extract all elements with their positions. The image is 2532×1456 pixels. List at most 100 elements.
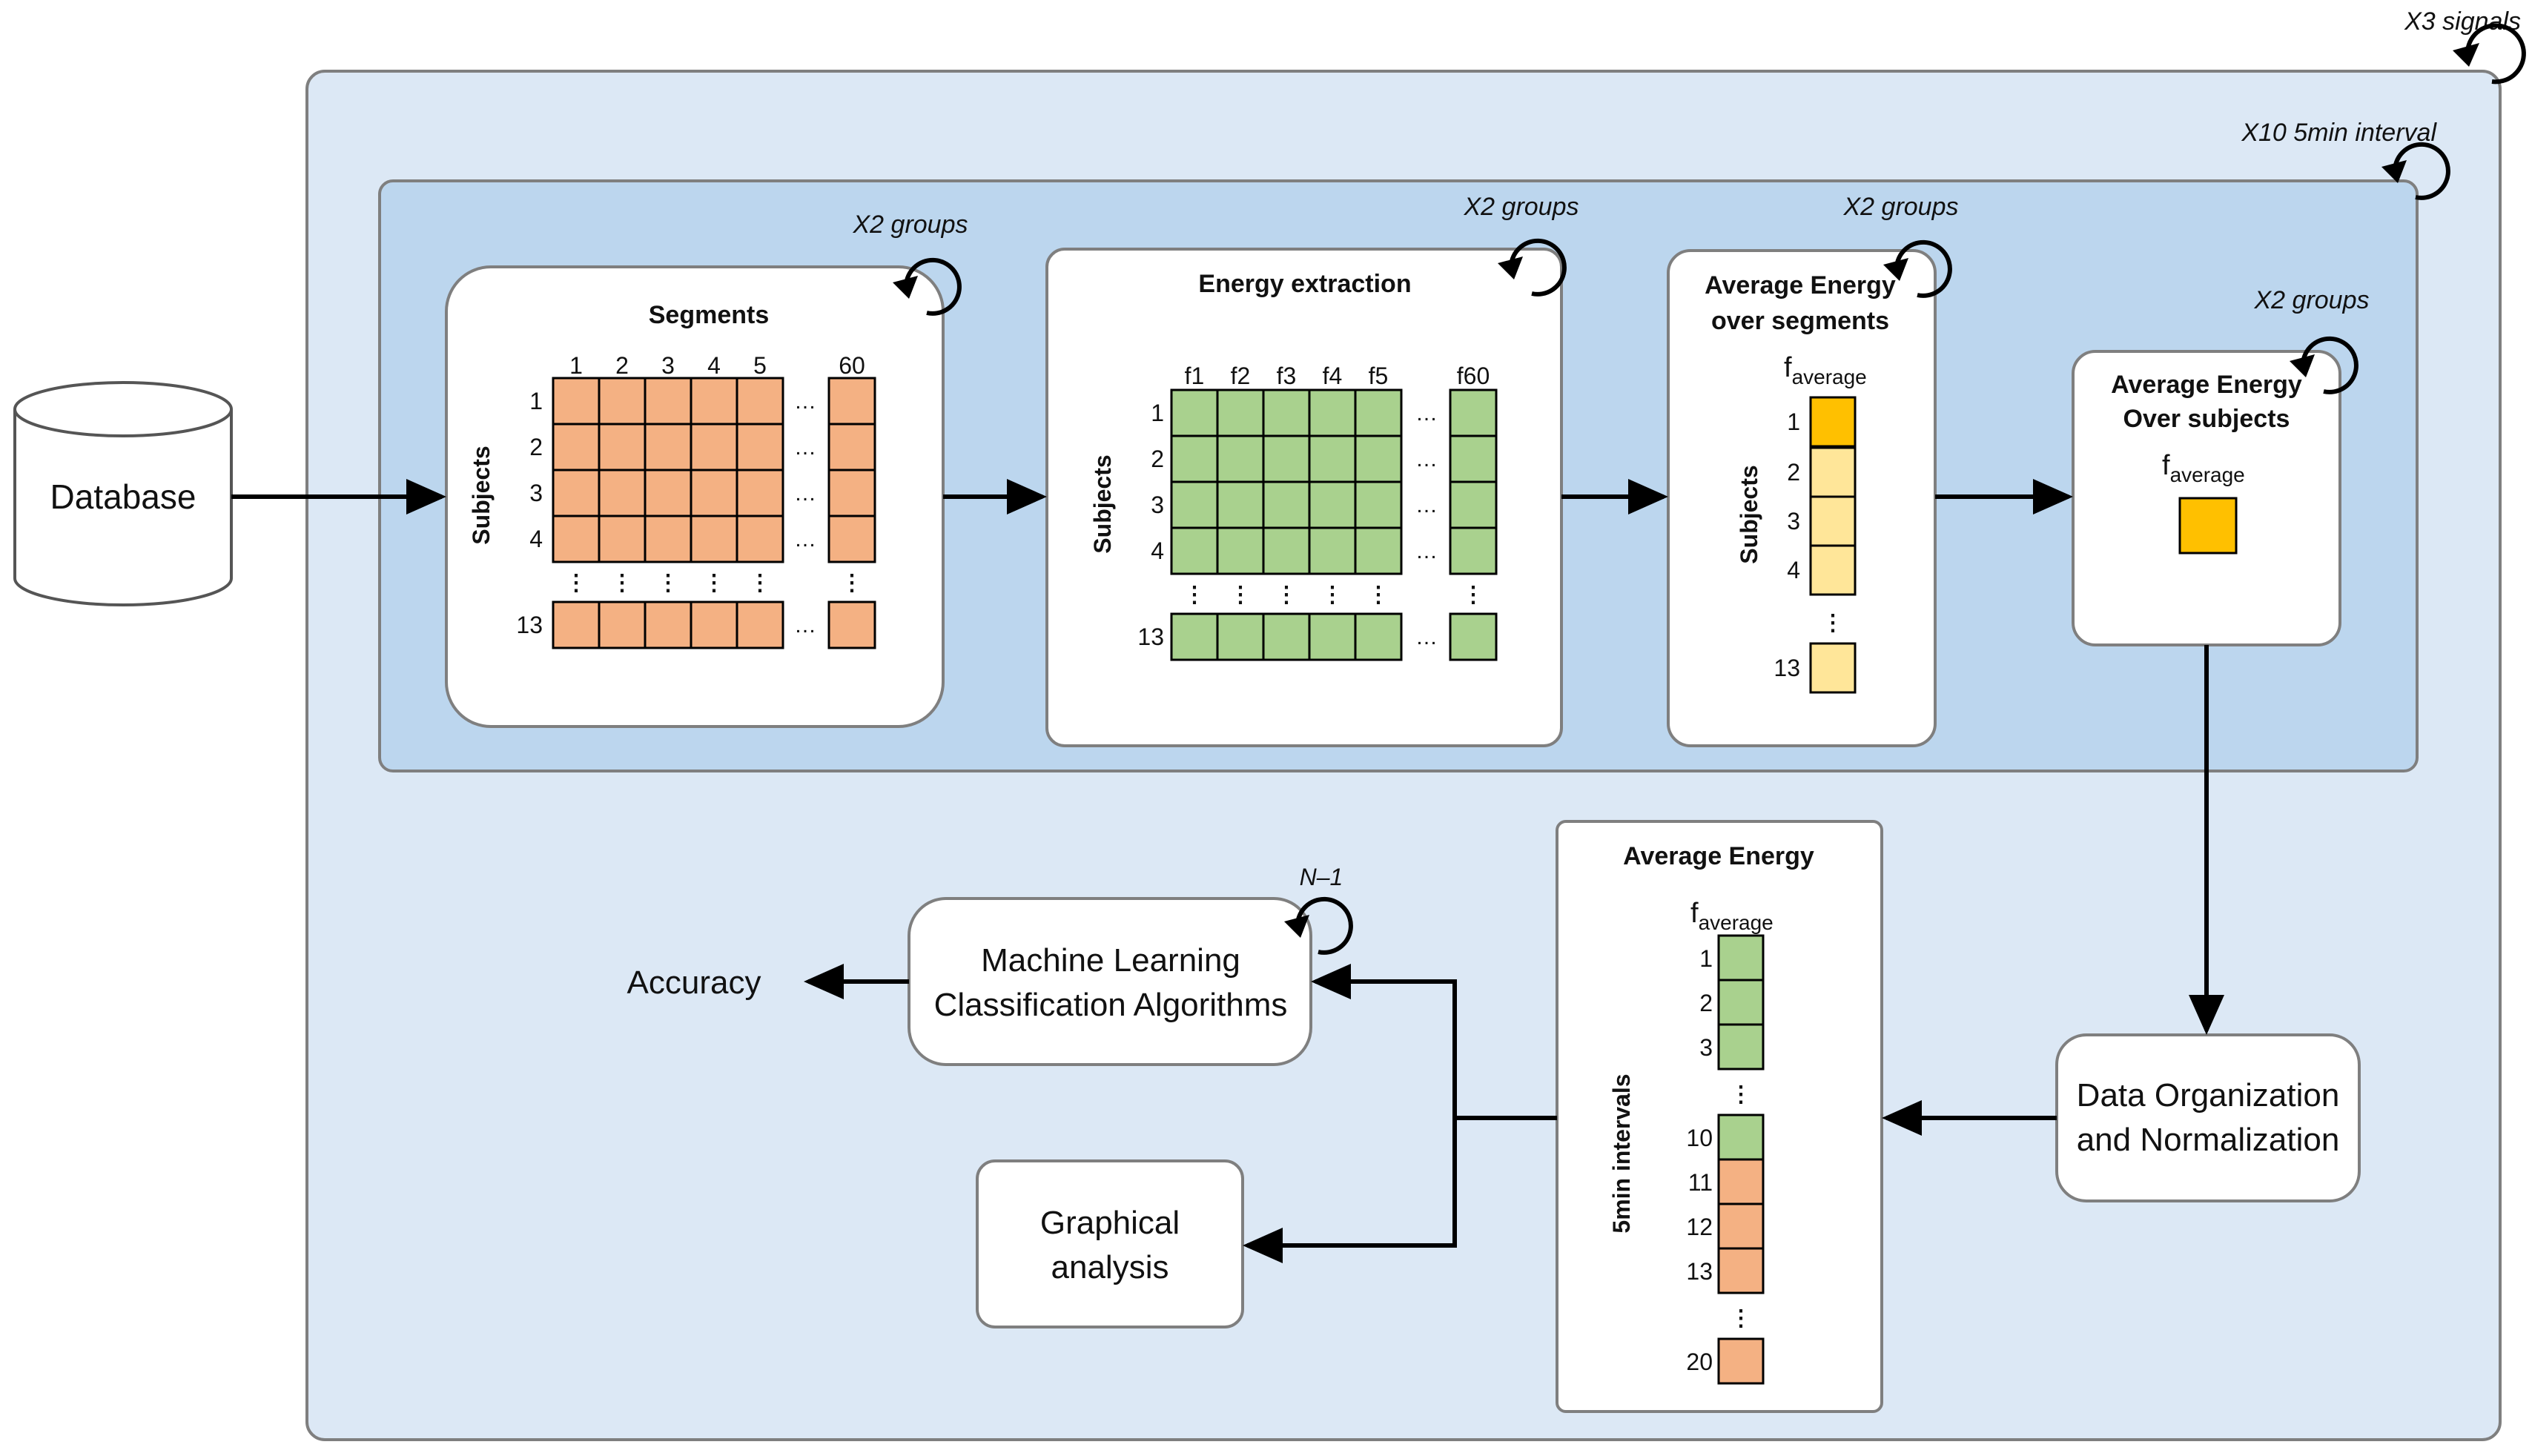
avg-over-segments-cell <box>1809 396 1857 448</box>
energy-col-label: f4 <box>1323 363 1343 389</box>
energy-cell <box>1354 480 1403 529</box>
segments-cell <box>736 377 784 426</box>
segments-cell <box>690 423 738 471</box>
database-label: Database <box>50 477 196 516</box>
avg-over-segments-cell <box>1809 642 1857 694</box>
energy-vdots: ⋮ <box>1321 583 1343 607</box>
energy-groups-label: X2 groups <box>1464 193 1579 221</box>
energy-cell <box>1308 434 1357 483</box>
avg-energy-intervals-cell <box>1717 1247 1765 1294</box>
energy-cell <box>1262 388 1311 437</box>
energy-row-label: 2 <box>1151 446 1164 472</box>
energy-cell <box>1354 526 1403 575</box>
segments-cell <box>827 377 876 426</box>
segments-cell <box>827 514 876 563</box>
energy-ellipsis: … <box>1415 625 1438 649</box>
signals-loop-label: X3 signals <box>2404 7 2521 36</box>
energy-loop-icon <box>1498 238 1567 297</box>
energy-cell <box>1170 434 1219 483</box>
avg-over-subjects-groups-label: X2 groups <box>2254 286 2370 314</box>
segments-vdots: ⋮ <box>657 571 679 595</box>
avg-energy-intervals-cell <box>1717 1113 1765 1161</box>
segments-cell <box>598 514 647 563</box>
energy-cell <box>1170 480 1219 529</box>
avg-over-subjects-title-line1: Average Energy <box>2111 371 2302 399</box>
segments-vdots: ⋮ <box>841 571 863 595</box>
segments-groups-label: X2 groups <box>853 211 968 239</box>
segments-cell <box>827 423 876 471</box>
segments-col-label: 2 <box>615 352 629 379</box>
energy-cell <box>1262 434 1311 483</box>
ml-classification-line1: Machine Learning <box>981 942 1240 979</box>
energy-cell <box>1308 526 1357 575</box>
segments-row-axis: Subjects <box>468 446 495 544</box>
segments-col-label: 5 <box>753 352 767 379</box>
segments-cell <box>690 514 738 563</box>
segments-row-label: 1 <box>529 388 543 414</box>
avg-over-segments-row-label: 13 <box>1774 655 1800 681</box>
energy-row-axis: Subjects <box>1089 454 1116 553</box>
energy-ellipsis: … <box>1415 539 1438 563</box>
segments-cell <box>644 377 693 426</box>
segments-cell <box>827 469 876 517</box>
avg-energy-intervals-cell <box>1717 934 1765 982</box>
energy-row-label: 3 <box>1151 492 1164 518</box>
segments-cell <box>690 377 738 426</box>
segments-loop-icon <box>893 257 962 316</box>
energy-extraction-title: Energy extraction <box>1198 270 1411 298</box>
energy-cell <box>1308 612 1357 661</box>
segments-row-label: 13 <box>516 612 543 638</box>
avg-energy-intervals-f-label: faverage <box>1690 898 1774 934</box>
avg-over-subjects-loop-icon <box>2290 336 2359 394</box>
segments-cell <box>736 600 784 649</box>
segments-row-label: 3 <box>529 480 543 506</box>
segments-cell <box>598 423 647 471</box>
energy-cell <box>1216 434 1265 483</box>
avg-energy-intervals-row-label: 20 <box>1686 1349 1713 1375</box>
avg-over-segments-row-label: 2 <box>1787 459 1800 486</box>
segments-cell <box>552 377 601 426</box>
energy-row-label: 1 <box>1151 400 1164 426</box>
avg-energy-intervals-row-axis: 5min intervals <box>1608 1073 1635 1233</box>
avg-energy-intervals-cell <box>1717 1337 1765 1385</box>
segments-ellipsis: … <box>794 435 816 460</box>
energy-vdots: ⋮ <box>1183 583 1206 607</box>
segments-cell <box>736 514 784 563</box>
avg-energy-intervals-cell <box>1717 979 1765 1026</box>
avg-energy-intervals-cell <box>1717 1202 1765 1250</box>
avg-over-subjects-title-line2: Over subjects <box>2123 405 2290 433</box>
avg-over-subjects-f-label: faverage <box>2162 450 2245 486</box>
avg-over-segments-groups-label: X2 groups <box>1843 193 1959 221</box>
data-organization-line1: Data Organization <box>2077 1077 2340 1113</box>
segments-cell <box>690 469 738 517</box>
segments-ellipsis: … <box>794 481 816 506</box>
energy-cell <box>1449 612 1498 661</box>
segments-ellipsis: … <box>794 527 816 552</box>
arrow-branch-to-graphical <box>1243 1118 1457 1263</box>
segments-cell <box>552 600 601 649</box>
segments-cell <box>644 600 693 649</box>
energy-col-label: f5 <box>1369 363 1389 389</box>
energy-vdots: ⋮ <box>1275 583 1298 607</box>
signals-loop-icon <box>2453 23 2526 85</box>
segments-col-label: 1 <box>569 352 583 379</box>
energy-cell <box>1216 612 1265 661</box>
segments-vdots: ⋮ <box>749 571 771 595</box>
energy-col-label: f2 <box>1231 363 1251 389</box>
avg-energy-intervals-cell <box>1717 1158 1765 1205</box>
energy-cell <box>1308 480 1357 529</box>
interval-loop-label: X10 5min interval <box>2241 119 2437 147</box>
energy-cell <box>1354 434 1403 483</box>
segments-ellipsis: … <box>794 613 816 638</box>
energy-cell <box>1170 388 1219 437</box>
avg-energy-intervals-row-label: 10 <box>1686 1125 1713 1151</box>
graphical-analysis-box <box>976 1159 1244 1328</box>
avg-over-segments-row-label: 1 <box>1787 408 1800 435</box>
data-organization-line2: and Normalization <box>2077 1122 2340 1158</box>
avg-energy-intervals-row-label: 2 <box>1699 990 1713 1016</box>
energy-cell <box>1170 612 1219 661</box>
segments-cell <box>598 469 647 517</box>
energy-cell <box>1449 526 1498 575</box>
